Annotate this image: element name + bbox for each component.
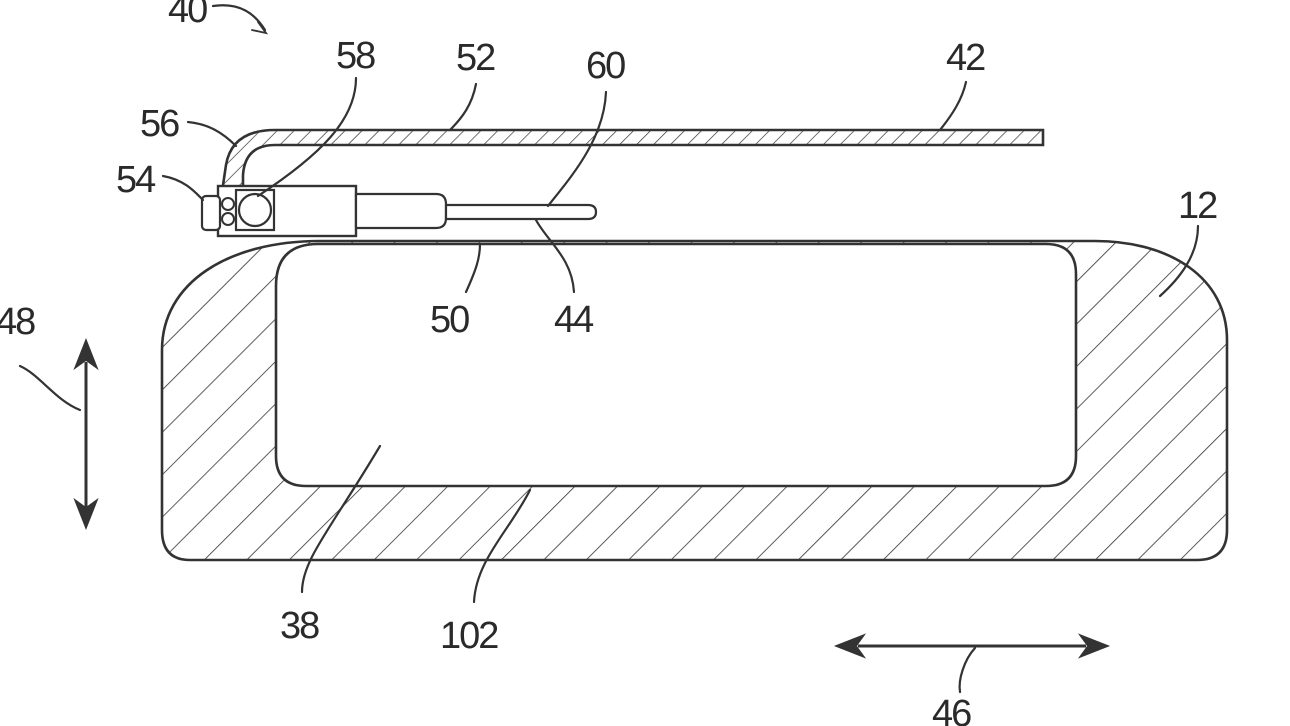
- label-58: 58: [336, 35, 375, 77]
- upper-panel: [220, 128, 1045, 194]
- label-12: 12: [1178, 185, 1217, 227]
- bead-lower: [221, 212, 235, 226]
- horizontal-arrow: [833, 633, 1111, 659]
- label-48: 48: [0, 301, 35, 343]
- label-56: 56: [140, 103, 179, 145]
- label-46: 46: [932, 693, 971, 726]
- label-44: 44: [554, 299, 594, 341]
- housing-body: [160, 239, 1229, 562]
- ball: [237, 192, 273, 228]
- label-50: 50: [430, 299, 469, 341]
- plunger-body: [354, 192, 448, 230]
- fastener-cap: [200, 194, 222, 232]
- label-54: 54: [116, 159, 156, 201]
- label-38: 38: [280, 605, 319, 647]
- label-102: 102: [440, 615, 498, 657]
- fastener-assembly: [200, 184, 358, 238]
- bead-upper: [221, 197, 235, 211]
- label-52: 52: [456, 37, 495, 79]
- pin: [444, 203, 598, 221]
- label-42: 42: [946, 37, 985, 79]
- leader-lines: [18, 4, 1200, 694]
- vertical-arrow: [73, 337, 99, 531]
- label-40: 40: [168, 0, 207, 31]
- label-60: 60: [586, 45, 625, 87]
